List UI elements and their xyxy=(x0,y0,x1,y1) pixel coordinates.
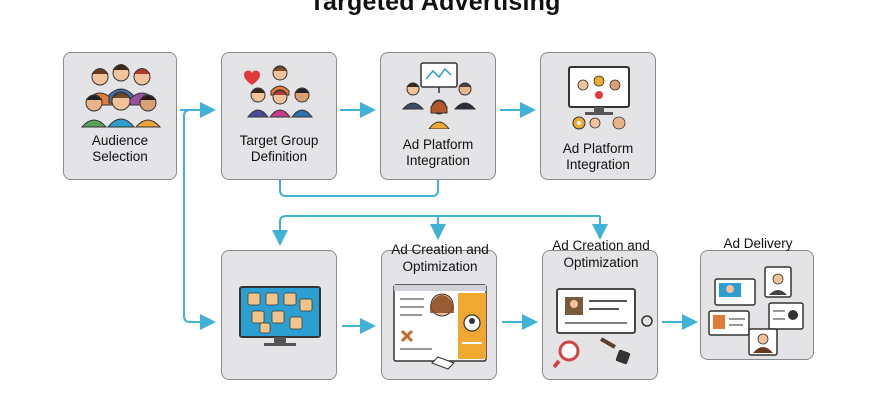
step-label: Audience Selection xyxy=(91,133,149,164)
connector-top-join xyxy=(279,180,439,197)
step-card-ad-platform-1: Ad Platform Integration xyxy=(380,52,496,180)
step-label: Ad Platform Integration xyxy=(562,141,634,172)
ad-delivery-screens-icon xyxy=(708,266,804,356)
step-card-ad-creation-2: Ad Creation and Optimization xyxy=(542,238,658,380)
monitor-gear-icon xyxy=(568,66,630,130)
step-label: Ad Platform Integration xyxy=(402,137,474,168)
step-label: Target Group Definition xyxy=(239,133,319,164)
presentation-meeting-icon xyxy=(401,62,477,129)
step-card-ad-platform-2: Ad Platform Integration xyxy=(540,52,656,180)
step-card-audience-selection: Audience Selection xyxy=(63,52,177,180)
arrow-branch-down xyxy=(183,109,216,330)
people-heart-icon xyxy=(244,65,313,118)
diagram-title: Targeted Advertising xyxy=(309,0,561,16)
step-card-ad-delivery: Ad Delivery xyxy=(700,236,814,360)
step-label: Ad Delivery xyxy=(723,236,793,251)
step-card-audience-screen xyxy=(221,250,337,380)
step-label: Ad Creation and Optimization xyxy=(552,238,650,270)
step-card-target-group: Target Group Definition xyxy=(221,52,337,180)
step-label: Ad Creation and Optimization xyxy=(391,242,489,274)
step-card-ad-creation-1: Ad Creation and Optimization xyxy=(381,242,497,380)
ad-layout-icon xyxy=(393,284,487,370)
arrow-return-left xyxy=(272,215,600,246)
monitor-faces-icon xyxy=(239,286,321,346)
screen-magnifier-icon xyxy=(553,288,653,369)
people-group-icon xyxy=(80,64,162,128)
